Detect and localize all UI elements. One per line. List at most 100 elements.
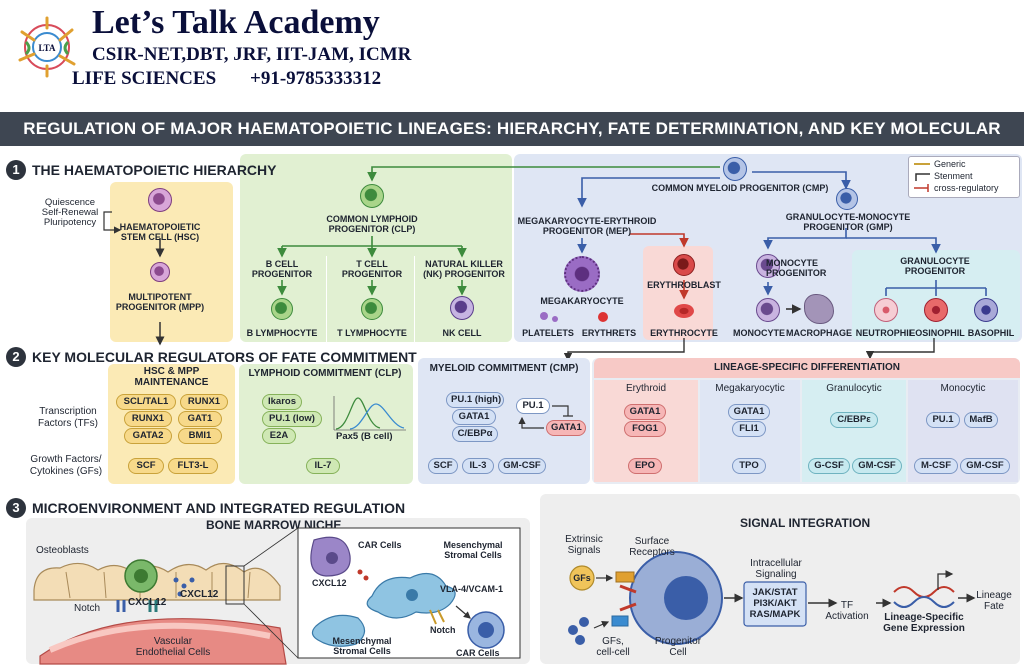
legend-stenment: Stenment	[934, 171, 973, 181]
tf-pill: PU.1	[926, 412, 960, 428]
tf-pill: C/EBPε	[830, 412, 878, 428]
gf-pill: IL-3	[462, 458, 494, 474]
erythrocyte-icon	[674, 304, 694, 318]
lineage-fate-label: Lineage Fate	[976, 590, 1012, 612]
macrophage-label: MACROPHAGE	[785, 328, 852, 338]
gf-pill: EPO	[628, 458, 662, 474]
tf-pill: GAT1	[178, 411, 222, 427]
svg-text:LTA: LTA	[38, 43, 56, 53]
mpp-cell-icon	[150, 262, 170, 282]
platelets-icon-2	[552, 316, 558, 322]
brand-exams: CSIR-NET,DBT, JRF, IIT-JAM, ICMR	[92, 44, 412, 65]
lsd-header-bar	[594, 358, 1020, 378]
cxcl12-label-b: CXCL12	[180, 589, 219, 600]
cross-reg-pu1: PU.1	[516, 398, 550, 414]
section-3-title: MICROENVIRONMENT AND INTEGRATED REGULATI…	[32, 500, 406, 516]
macrophage-icon	[804, 294, 834, 324]
pathways-label: JAK/STAT PI3K/AKT RAS/MAPK	[749, 587, 801, 620]
brand-phone: +91-9785333312	[250, 68, 382, 89]
osteoblasts-label: Osteoblasts	[36, 545, 89, 556]
monocyte-progenitor-label: MONOCYTE PROGENITOR	[766, 258, 827, 278]
brand-tagline: LIFE SCIENCES	[72, 68, 217, 89]
t-progenitor-label: T CELL PROGENITOR	[341, 259, 403, 279]
car-cells-top-label: CAR Cells	[358, 540, 402, 550]
cxcl12-inset-label: CXCL12	[312, 578, 347, 588]
surface-receptors-label: Surface Receptors	[629, 536, 675, 558]
notch-label: Notch	[74, 603, 101, 614]
hsc-cell-icon	[148, 188, 172, 212]
tf-pill: GATA1	[728, 404, 770, 420]
erythrets-label: ERYTHRETS	[581, 328, 637, 338]
extrinsic-label: Extrinsic Signals	[565, 534, 603, 556]
tf-pill: C/EBPα	[452, 426, 498, 442]
lsd-col-title: Erythroid	[625, 383, 666, 394]
reg-clp-header: LYMPHOID COMMITMENT (CLP)	[248, 368, 402, 379]
b-progenitor-label: B CELL PROGENITOR	[251, 259, 313, 279]
tf-pill: FLI1	[732, 421, 766, 437]
section-1-title: THE HAEMATOPOIETIC HIERARCHY	[32, 162, 277, 178]
tf-pill: RUNX1	[180, 394, 228, 410]
megakaryocyte-label: MEGAKARYOCYTE	[540, 296, 624, 306]
pax5-label: Pax5 (B cell)	[336, 431, 393, 442]
tf-pill: SCL/TAL1	[116, 394, 176, 410]
logo-icon: LTA	[18, 16, 76, 78]
msc-top-label: Mesenchymal Stromal Cells	[443, 540, 503, 560]
basophil-label: BASOPHIL	[967, 328, 1015, 338]
eosinophil-icon	[924, 298, 948, 322]
lsd-col-title: Megakaryocytic	[715, 383, 785, 394]
erythroblast-icon	[673, 254, 695, 276]
clp-cell-icon	[360, 184, 384, 208]
tf-pill: E2A	[262, 428, 296, 444]
brand-name: Let’s Talk Academy	[92, 4, 380, 41]
neutrophil-label: NEUTROPHIL	[855, 328, 915, 338]
page-title: REGULATION OF MAJOR HAEMATOPOIETIC LINEA…	[0, 112, 1024, 172]
megakaryocyte-icon	[564, 256, 600, 292]
cmp-label: COMMON MYELOID PROGENITOR (CMP)	[651, 183, 829, 193]
cxcl12-label-a: CXCL12	[128, 597, 167, 608]
lymph-divider-1	[326, 256, 327, 342]
gf-pill: TPO	[732, 458, 766, 474]
signal-title: SIGNAL INTEGRATION	[740, 516, 871, 530]
gfs-cell-label: GFs, cell-cell	[596, 636, 630, 658]
tf-pill: PU.1 (high)	[446, 392, 504, 408]
row-label-gfs: Growth Factors/ Cytokines (GFs)	[29, 454, 103, 477]
tf-pill: BMI1	[178, 428, 222, 444]
platelets-label: PLATELETS	[522, 328, 574, 338]
erythroblast-label: ERYTHROBLAST	[647, 280, 721, 290]
eosinophil-label: EOSINOPHIL	[909, 328, 965, 338]
platelets-icon	[540, 312, 548, 320]
logo: LTA	[12, 12, 82, 82]
gf-pill: FLT3-L	[168, 458, 218, 474]
tf-activation-label: TF Activation	[825, 600, 869, 622]
tf-pill: GATA2	[124, 428, 172, 444]
msc-bottom-label: Mesenchymal Stromal Cells	[332, 636, 392, 656]
gf-pill: G-CSF	[808, 458, 850, 474]
monocyte-icon	[756, 298, 780, 322]
monocyte-label: MONOCYTE	[732, 328, 785, 338]
gf-pill: M-CSF	[914, 458, 958, 474]
vascular-label: Vascular Endothelial Cells	[135, 636, 211, 658]
legend-cross: cross-regulatory	[934, 183, 999, 193]
lsd-col-title: Granulocytic	[826, 383, 882, 394]
neutrophil-icon	[874, 298, 898, 322]
cmp-cell-icon	[723, 157, 747, 181]
section-2-title: KEY MOLECULAR REGULATORS OF FATE COMMITM…	[32, 349, 417, 365]
reg-hsc-header: HSC & MPP MAINTENANCE	[134, 366, 209, 388]
hsc-properties: Quiescence Self-Renewal Pluripotency	[41, 197, 99, 228]
clp-label: COMMON LYMPHOID PROGENITOR (CLP)	[326, 214, 418, 234]
b-cell-icon	[271, 298, 293, 320]
row-label-tfs: Transcription Factors (TFs)	[38, 406, 98, 429]
b-lymphocyte-label: B LYMPHOCYTE	[246, 328, 318, 338]
gf-pill: SCF	[128, 458, 164, 474]
gf-pill: GM-CSF	[852, 458, 902, 474]
erythret-icon	[598, 312, 608, 322]
tf-pill: MafB	[964, 412, 998, 428]
erythrocyte-label: ERYTHROCYTE	[650, 328, 718, 338]
reg-lsd-header: LINEAGE-SPECIFIC DIFFERENTIATION	[714, 362, 900, 373]
tf-pill: FOG1	[624, 421, 666, 437]
